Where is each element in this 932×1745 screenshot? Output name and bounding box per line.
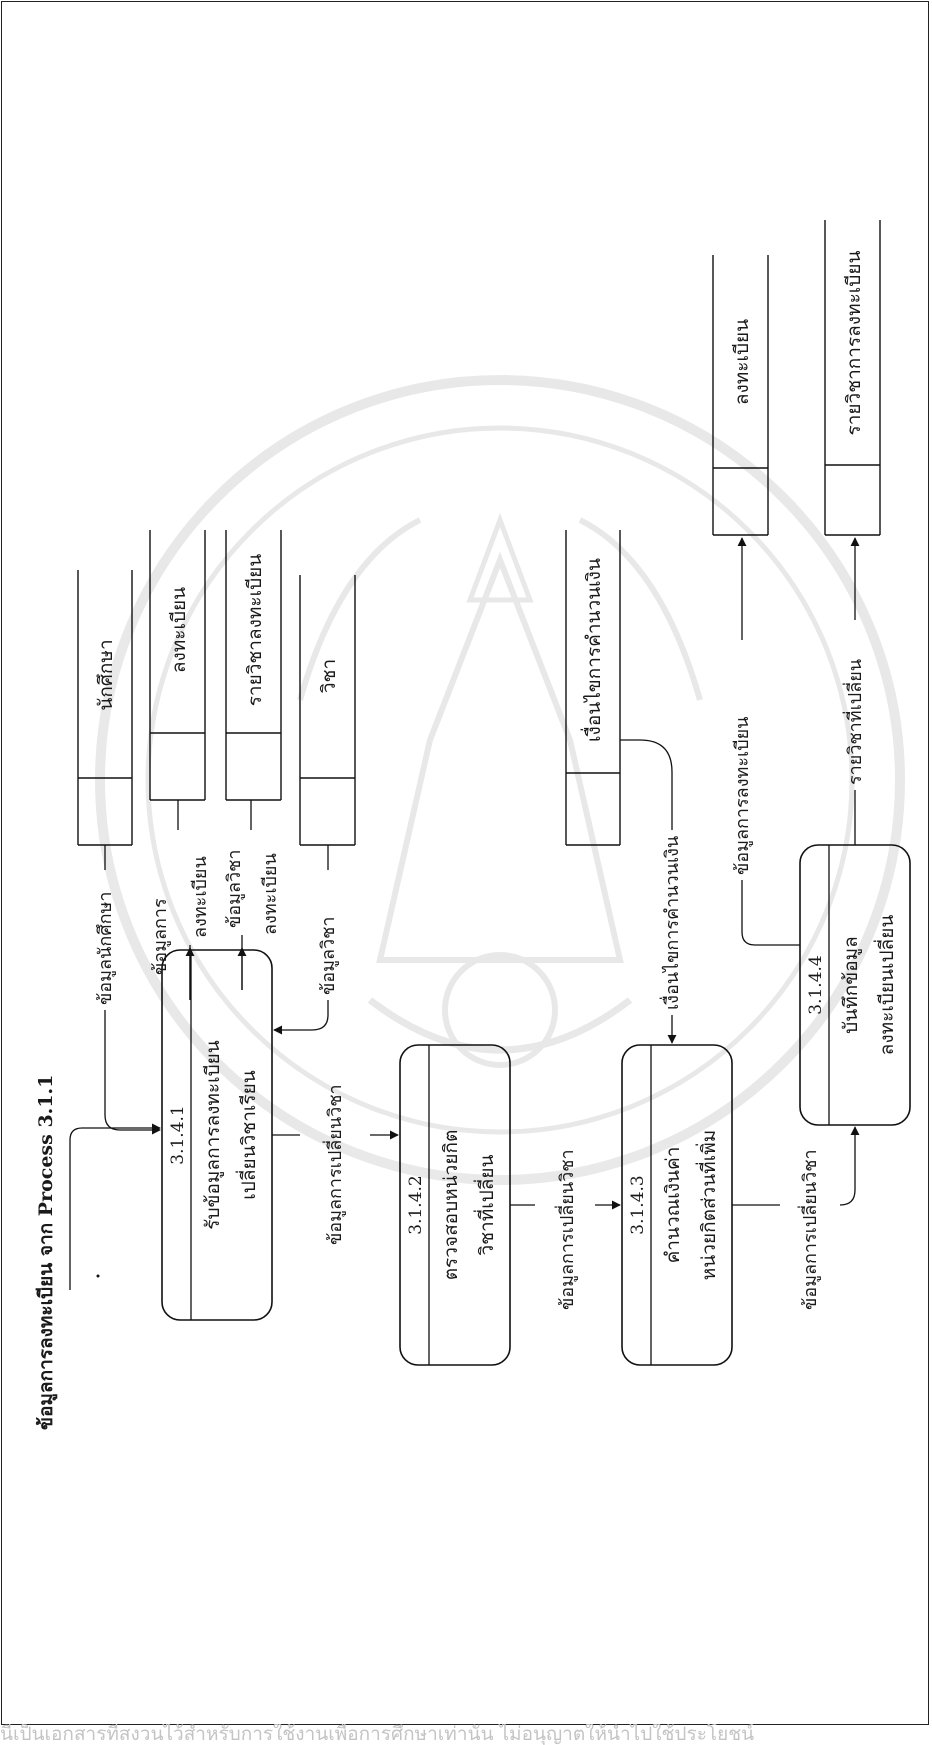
store-course-registration-output-label: รายวิชาการลงทะเบียน [843,251,865,436]
store-course-label: วิชา [318,659,340,694]
process-number: 3.1.4.1 [168,1105,188,1164]
process-3-1-4-1: 3.1.4.1 รับข้อมูลการลงทะเบียน เปลี่ยนวิช… [161,949,273,1321]
process-number: 3.1.4.4 [806,955,826,1014]
process-label-line2: ลงทะเบียนเปลี่ยน [873,915,898,1056]
store-registration-top-label: ลงทะเบียน [168,587,190,673]
flow-label-payment-condition: เงื่อนไขการคำนวนเงิน [659,836,683,1010]
flow-label-course-reg-line2: ลงทะเบียน [260,853,281,935]
flow-course-reg-data [237,800,252,990]
diagram-title: ข้อมูลการลงทะเบียน จาก Process 3.1.1 [35,1075,58,1430]
flow-registration-write [737,537,800,946]
store-course [299,575,356,846]
process-number: 3.1.4.3 [628,1175,648,1234]
process-label-line2: หน่วยกิตส่วนที่เพิ่ม [695,1130,720,1280]
store-payment-condition [565,530,621,846]
flow-label-registration-line1: ข้อมูลการ [150,898,171,975]
flow-course-data [273,845,329,1035]
flow-label-change-course-1: ข้อมูลการเปลี่ยนวิชา [322,1084,346,1245]
stray-dot [96,1274,100,1278]
store-student-label: นักศึกษา [95,639,117,710]
flow-change-course-3 [732,1126,860,1206]
flow-student-data [104,845,161,1135]
store-registration-output-label: ลงทะเบียน [731,319,753,405]
flow-label-change-course-2: ข้อมูลการเปลี่ยนวิชา [554,1149,578,1310]
entry-flow [69,1123,161,1290]
store-course-registration-top [225,530,282,801]
process-3-1-4-2: 3.1.4.2 ตรวจสอบหน่วยกิต วิชาที่เปลี่ยน [399,1044,511,1366]
process-label-line1: รับข้อมูลการลงทะเบียน [202,1040,224,1230]
store-course-registration-top-label: รายวิชาลงทะเบียน [244,554,266,707]
process-number: 3.1.4.2 [406,1175,426,1234]
flow-payment-condition [620,739,677,1044]
flow-label-change-course-3: ข้อมูลการเปลี่ยนวิชา [797,1149,821,1310]
footer-notice: นี้เป็นเอกสารที่สงวนไว้สำหรับการใช้งานเพ… [0,1724,755,1745]
process-label-line2: วิชาที่เปลี่ยน [473,1154,498,1255]
process-label-line1: บันทึกข้อมูล [840,936,862,1034]
process-label-line1: ตรวจสอบหน่วยกิต [440,1130,462,1281]
watermark-seal [95,375,905,1185]
store-registration-output [712,255,769,536]
flow-label-course-data: ข้อมูลวิชา [318,917,339,995]
flow-label-registration-line2: ลงทะเบียน [190,856,211,938]
flow-registration-data [177,800,195,1000]
process-3-1-4-3: 3.1.4.3 คำนวณเงินค่า หน่วยกิตส่วนที่เพิ่… [621,1044,733,1366]
flow-label-changed-courses: รายวิชาที่เปลี่ยน [842,659,866,785]
store-payment-condition-label: เงื่อนไขการคำนวนเงิน [580,558,605,742]
process-label-line1: คำนวณเงินค่า [662,1147,684,1264]
flow-label-registration-write: ข้อมูลการลงทะเบียน [732,717,753,875]
process-3-1-4-4: 3.1.4.4 บันทึกข้อมูล ลงทะเบียนเปลี่ยน [799,844,911,1126]
store-course-registration-output [824,220,881,536]
flow-label-course-reg-line1: ข้อมูลวิชา [224,850,245,928]
process-label-line2: เปลี่ยนวิชาเรียน [235,1070,260,1199]
flow-label-student-data: ข้อมูลนักศึกษา [95,891,116,1005]
